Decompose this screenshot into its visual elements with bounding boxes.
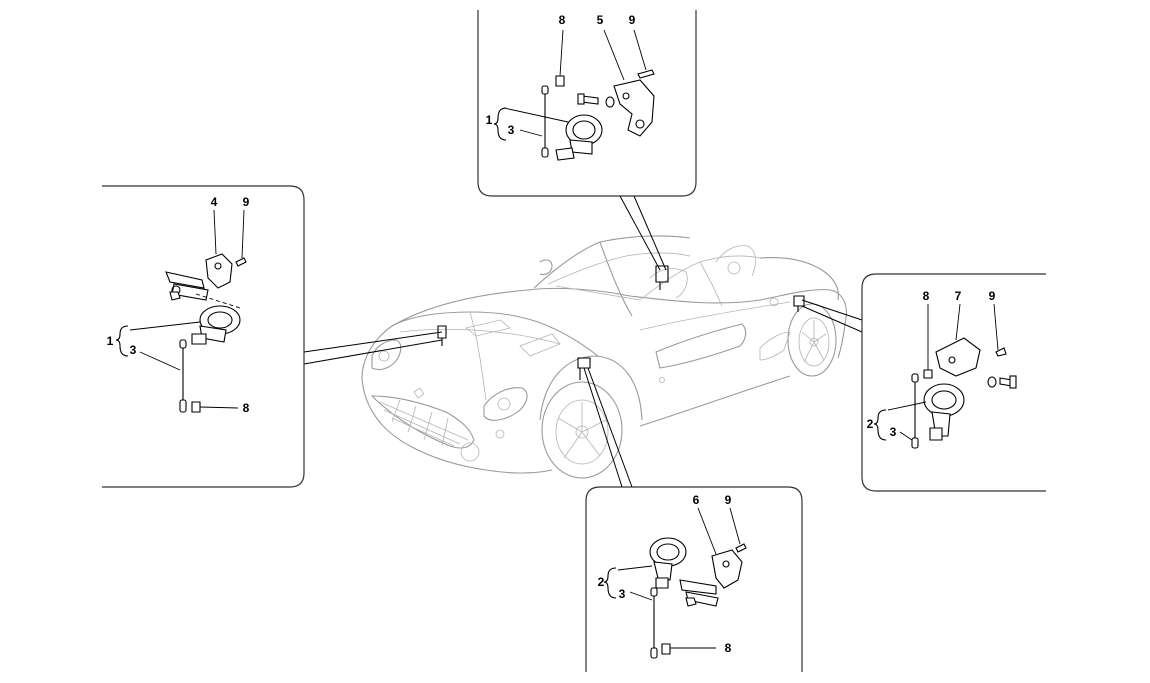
callout-1: 1 — [107, 334, 114, 348]
callout-9: 9 — [989, 289, 996, 303]
callout-8: 8 — [923, 289, 930, 303]
callout-4: 4 — [211, 195, 218, 209]
callout-6: 6 — [693, 493, 700, 507]
sensor-locations — [437, 265, 805, 380]
callout-3: 3 — [508, 123, 515, 137]
callout-2: 2 — [598, 575, 605, 589]
callout-7: 7 — [955, 289, 962, 303]
detail-panel-right: 8 7 9 2 3 — [861, 273, 1046, 492]
callout-9: 9 — [629, 13, 636, 27]
callout-3: 3 — [619, 587, 626, 601]
car-illustration — [361, 235, 847, 479]
callout-1: 1 — [486, 113, 493, 127]
callout-3: 3 — [130, 343, 137, 357]
callout-8: 8 — [243, 401, 250, 415]
detail-panel-left: 4 9 1 3 8 — [102, 185, 305, 488]
callout-3: 3 — [890, 425, 897, 439]
detail-panel-top: 8 5 9 1 3 — [477, 10, 697, 197]
callout-9: 9 — [725, 493, 732, 507]
callout-connectors — [303, 195, 863, 488]
callout-8: 8 — [559, 13, 566, 27]
callout-9: 9 — [243, 195, 250, 209]
detail-panel-bottom: 6 9 2 3 8 — [585, 486, 803, 672]
callout-5: 5 — [597, 13, 604, 27]
callout-8: 8 — [725, 641, 732, 655]
callout-2: 2 — [867, 417, 874, 431]
